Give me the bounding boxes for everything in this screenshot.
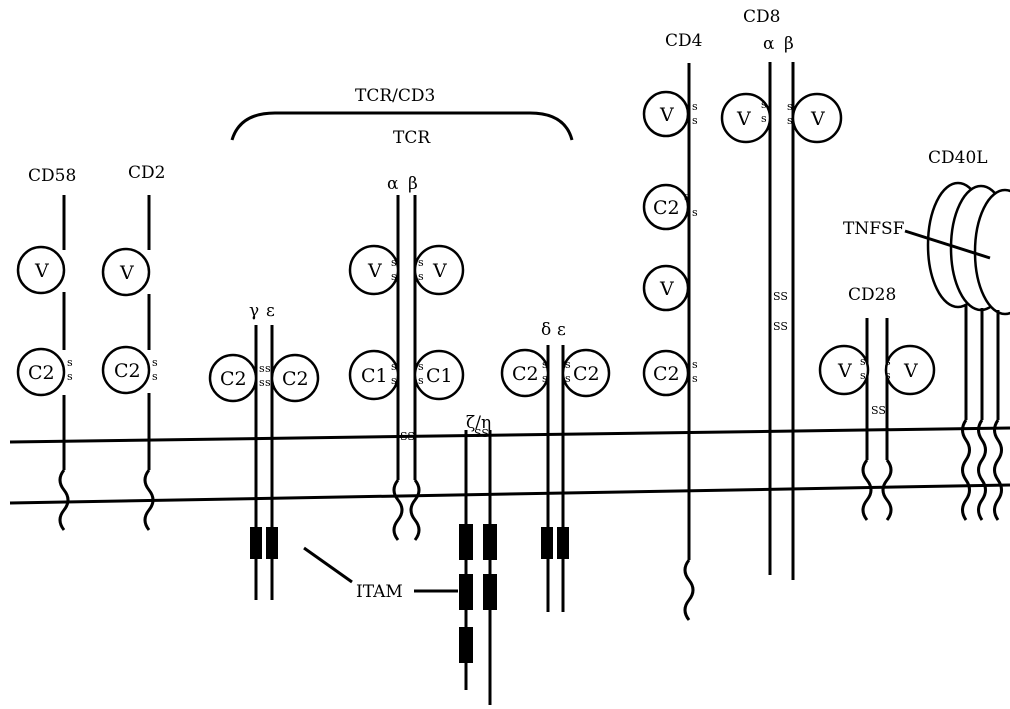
cd28-label: CD28	[848, 285, 896, 305]
disulfide-s-mark: s	[692, 100, 698, 113]
cd3-epsilon2-label: ε	[557, 320, 566, 340]
cd3-epsilon-itam	[266, 527, 278, 559]
disulfide-s-mark: s	[860, 355, 866, 368]
cd2-v-label: V	[119, 262, 134, 284]
cd4-c2-2-label: C2	[653, 363, 680, 385]
disulfide-markers: s s s s s s s s s s s s s s s s s s s s …	[67, 98, 891, 389]
zeta-eta-dimer: ζ/η SS	[459, 413, 497, 705]
disulfide-s-mark: s	[542, 372, 548, 385]
disulfide-s-mark: s	[885, 355, 891, 368]
cd3-delta-itam	[541, 527, 553, 559]
disulfide-s-mark: s	[761, 98, 767, 111]
disulfide-s-mark: s	[692, 372, 698, 385]
disulfide-s-mark: s	[391, 360, 397, 373]
cd3-delta-label: δ	[541, 320, 551, 340]
cd3-epsilon-label: ε	[266, 301, 275, 321]
disulfide-s-mark: s	[418, 360, 424, 373]
cd2-molecule: CD2 V C2	[103, 163, 165, 530]
tcr-alpha-beta: α β V V C1 C1 SS	[350, 174, 463, 540]
zeta-itam-2	[459, 574, 473, 610]
tcr-alpha-v-label: V	[367, 260, 382, 282]
disulfide-s-mark: s	[391, 256, 397, 269]
cd3-gamma-itam	[250, 527, 262, 559]
tcr-beta-c1-label: C1	[426, 365, 453, 387]
tcr-ss-label: SS	[400, 430, 415, 443]
cd3-gamma-epsilon: γ ε C2 C2	[210, 301, 318, 600]
cd58-label: CD58	[28, 166, 76, 186]
cd8-beta-v-label: V	[810, 108, 825, 130]
tcr-cd3-bracket: TCR/CD3 TCR	[232, 86, 572, 148]
cd58-v-label: V	[34, 260, 49, 282]
cd3-delta-c2-label: C2	[512, 363, 539, 385]
disulfide-s-mark: s	[152, 356, 158, 369]
cd8-ss2-label: SS	[773, 320, 788, 333]
cd28-v1-label: V	[837, 360, 852, 382]
itam-label: ITAM	[356, 582, 403, 602]
disulfide-s-mark: s	[418, 270, 424, 283]
cd8-label: CD8	[743, 7, 780, 27]
disulfide-s-mark: s	[885, 369, 891, 382]
disulfide-s-mark: s	[265, 362, 271, 375]
disulfide-s-mark: s	[692, 114, 698, 127]
cd8-alpha-v-label: V	[736, 108, 751, 130]
tcr-beta-label: β	[408, 174, 418, 194]
cd8-beta-label: β	[784, 34, 794, 54]
disulfide-s-mark: s	[418, 256, 424, 269]
cd58-c2-label: C2	[28, 362, 55, 384]
disulfide-s-mark: s	[565, 372, 571, 385]
cd28-v2-label: V	[903, 360, 918, 382]
disulfide-s-mark: s	[391, 374, 397, 387]
cd4-label: CD4	[665, 31, 702, 51]
tnfsf-label: TNFSF	[843, 219, 905, 239]
tcr-alpha-c1-label: C1	[361, 365, 388, 387]
cd2-c2-label: C2	[114, 360, 141, 382]
disulfide-s-mark: s	[67, 370, 73, 383]
disulfide-s-mark: s	[542, 358, 548, 371]
zeta-itam-3	[459, 627, 473, 663]
disulfide-s-mark: s	[565, 358, 571, 371]
cd3-epsilon2-c2-label: C2	[573, 363, 600, 385]
zeta-itam-1	[459, 524, 473, 560]
itam-annotation: ITAM	[304, 548, 458, 602]
cd40l-label: CD40L	[928, 148, 988, 168]
cd3-gamma-label: γ	[249, 301, 259, 321]
cd3-epsilon-c2-label: C2	[282, 368, 309, 390]
cd58-molecule: CD58 V C2	[18, 166, 76, 530]
cd4-v2-label: V	[659, 278, 674, 300]
disulfide-s-mark: s	[684, 190, 690, 203]
disulfide-s-mark: s	[787, 114, 793, 127]
disulfide-s-mark: s	[761, 112, 767, 125]
disulfide-s-mark: s	[692, 206, 698, 219]
tcr-label: TCR	[393, 128, 431, 148]
cd3-epsilon2-itam	[557, 527, 569, 559]
disulfide-s-mark: s	[418, 374, 424, 387]
cd8-ss1-label: SS	[773, 290, 788, 303]
cd8-molecule: CD8 α β V V SS SS	[722, 7, 841, 580]
cd28-ss-label: SS	[871, 404, 886, 417]
disulfide-s-mark: s	[860, 369, 866, 382]
disulfide-s-mark: s	[692, 358, 698, 371]
zeta-ss-label: SS	[474, 427, 489, 440]
tcr-alpha-label: α	[387, 174, 399, 194]
cd2-label: CD2	[128, 163, 165, 183]
disulfide-s-mark: s	[787, 100, 793, 113]
cd8-alpha-label: α	[763, 34, 775, 54]
disulfide-s-mark: s	[391, 270, 397, 283]
tcr-beta-v-label: V	[432, 260, 447, 282]
cd28-molecule: CD28 V V SS	[820, 285, 934, 520]
cd3-gamma-c2-label: C2	[220, 368, 247, 390]
cd4-c2-1-label: C2	[653, 197, 680, 219]
cd3-delta-epsilon: δ ε C2 C2	[502, 320, 609, 612]
disulfide-s-mark: s	[67, 356, 73, 369]
disulfide-s-mark: s	[265, 376, 271, 389]
membrane-outer	[10, 428, 1010, 442]
eta-itam-2	[483, 574, 497, 610]
disulfide-s-mark: s	[152, 370, 158, 383]
membrane-inner	[10, 485, 1010, 503]
cd4-v1-label: V	[659, 104, 674, 126]
eta-itam-1	[483, 524, 497, 560]
tcr-cd3-label: TCR/CD3	[355, 86, 435, 106]
